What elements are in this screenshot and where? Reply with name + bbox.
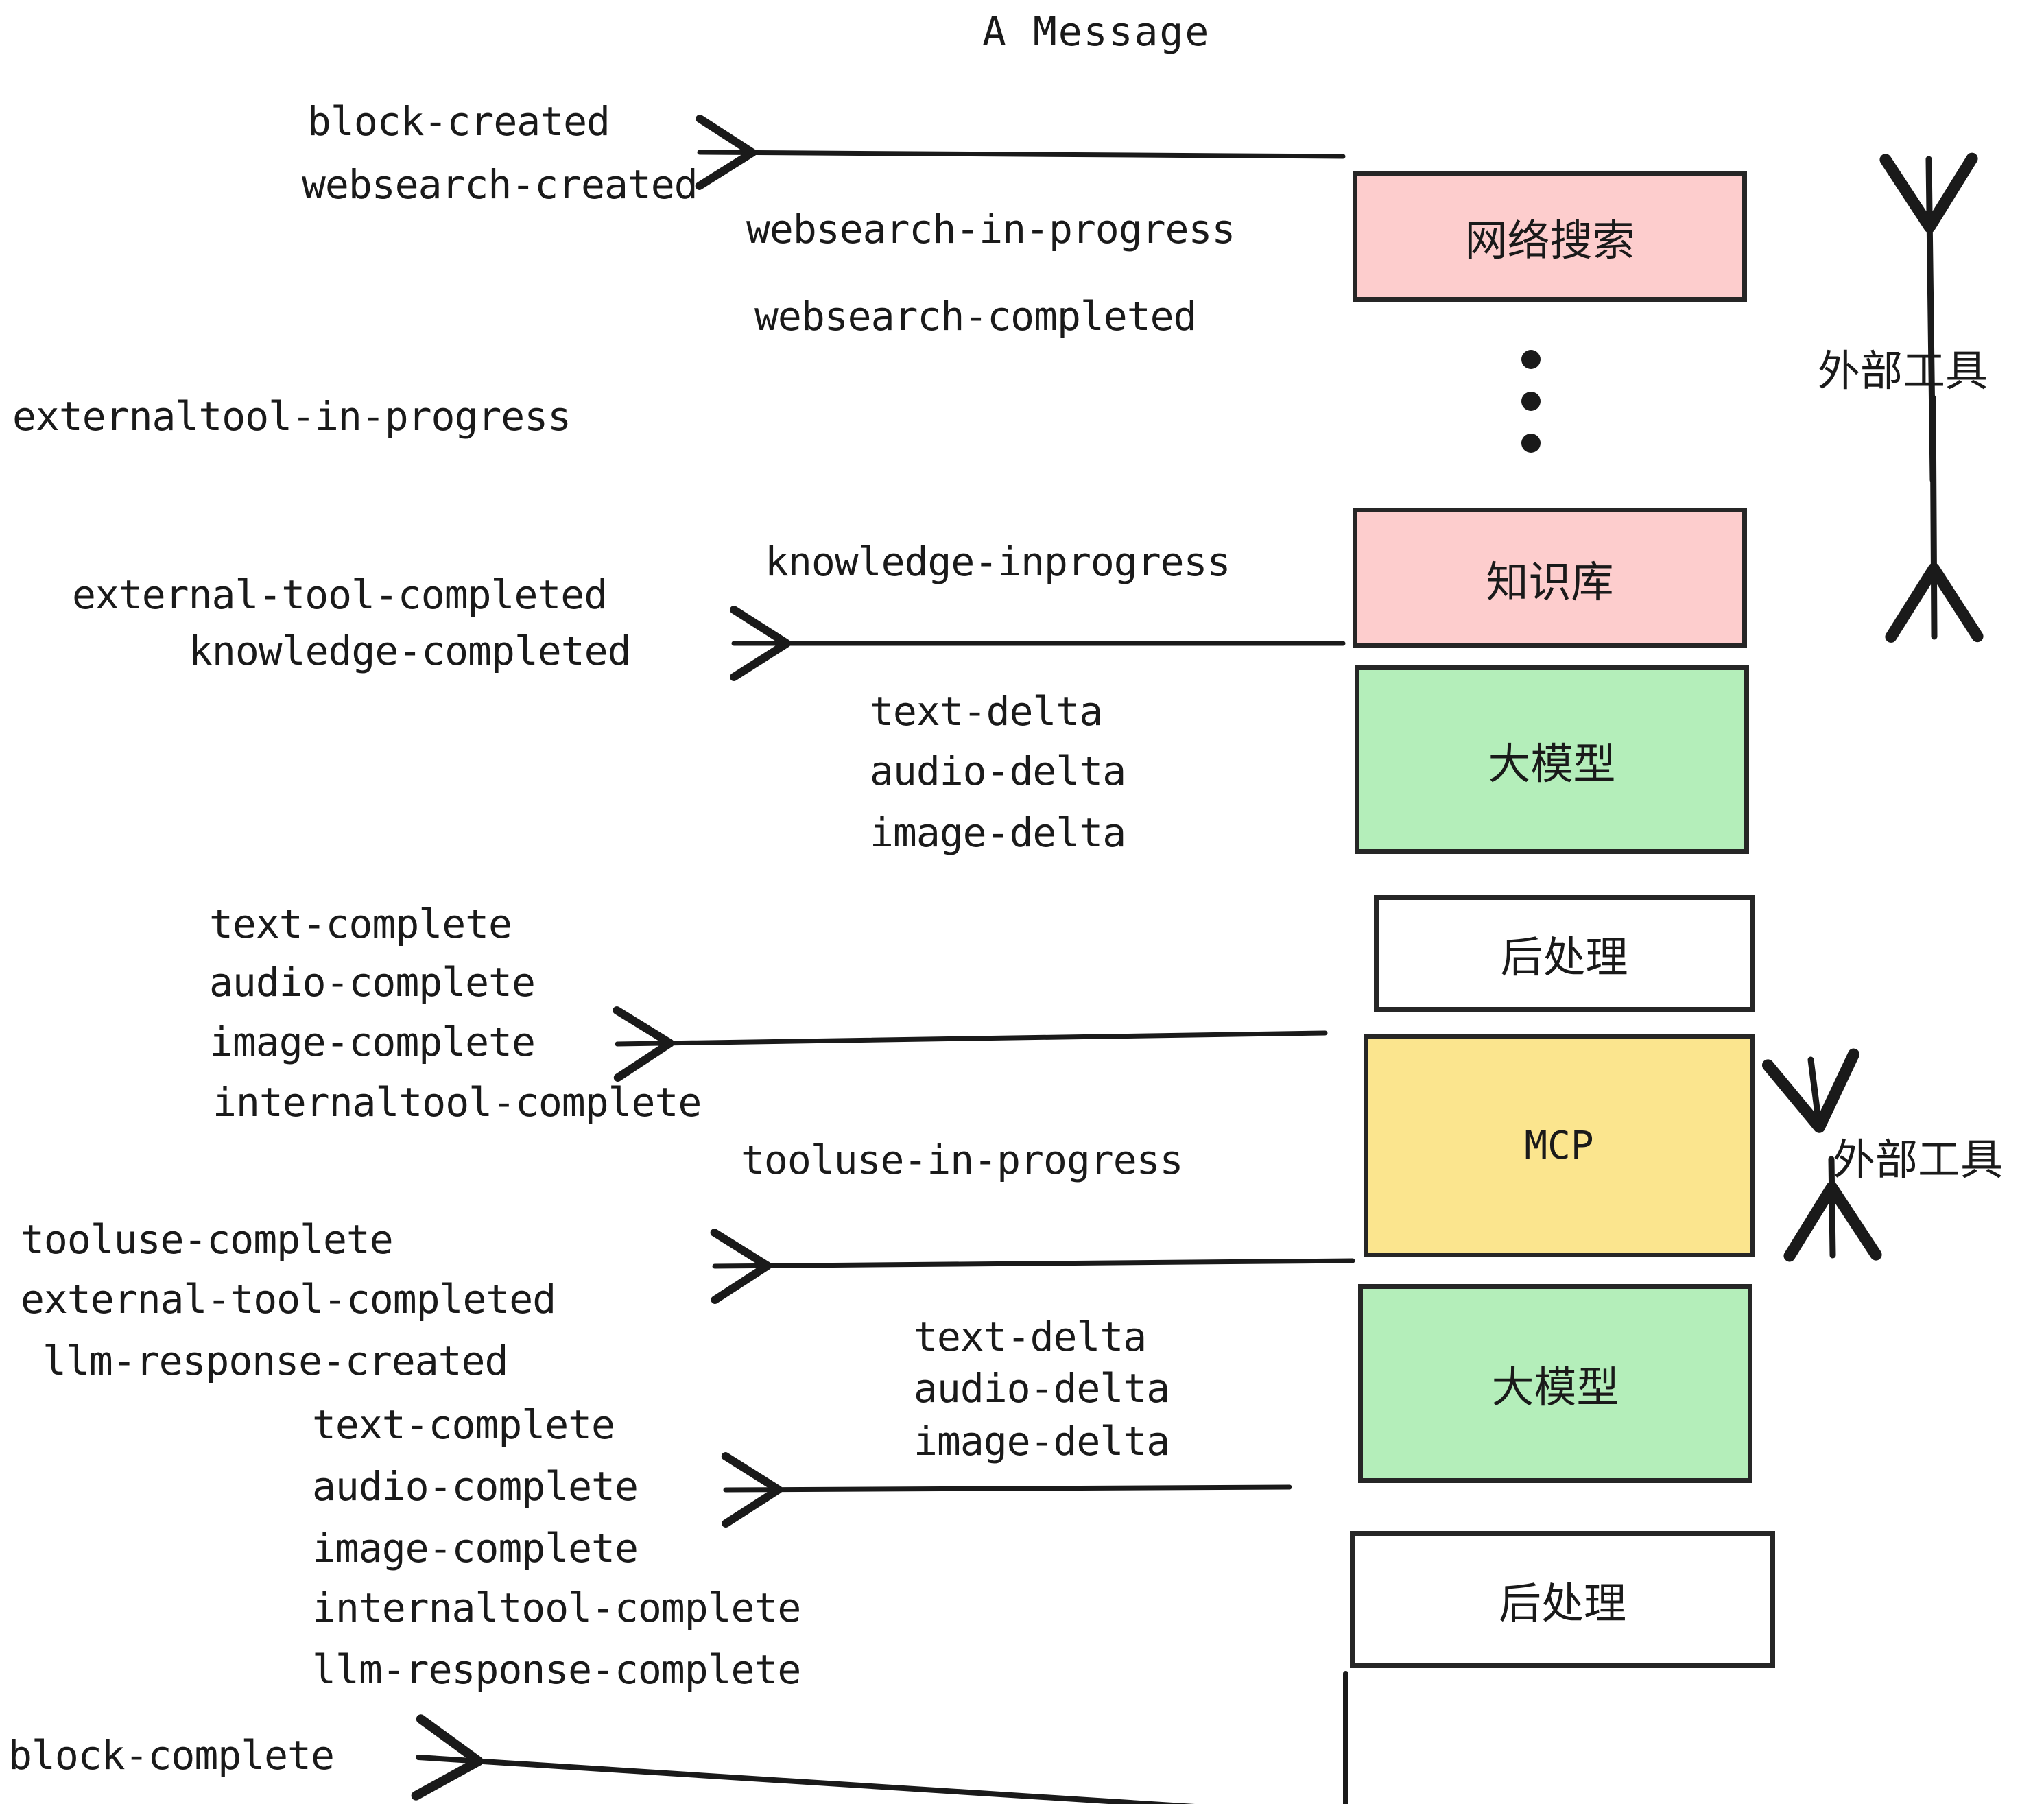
arrow-external-tool-bottom-up <box>1761 1048 1860 1133</box>
event-label-llm-response-created: llm-response-created <box>43 1338 508 1384</box>
page-title: A Message <box>982 8 1211 55</box>
node-postprocess-bottom-label: 后处理 <box>1498 1578 1626 1628</box>
event-label-text-complete-1: text-complete <box>209 901 512 947</box>
event-label-internaltool-complete-2: internaltool-complete <box>312 1585 801 1631</box>
node-postprocess-bottom[interactable]: 后处理 <box>1350 1531 1775 1668</box>
event-label-audio-complete-2: audio-complete <box>312 1463 639 1510</box>
event-label-llm-response-complete: llm-response-complete <box>312 1646 801 1693</box>
event-label-block-created: block-created <box>307 98 610 145</box>
node-postprocess-top-label: 后处理 <box>1500 932 1628 982</box>
event-label-image-complete-2: image-complete <box>312 1525 639 1571</box>
event-label-externaltool-in-progress: externaltool-in-progress <box>12 393 571 440</box>
event-label-audio-delta-2: audio-delta <box>914 1365 1170 1412</box>
event-label-external-tool-completed-1: external-tool-completed <box>72 571 608 618</box>
node-llm-bottom[interactable]: 大模型 <box>1358 1284 1752 1483</box>
arrow-mcp-to-image-complete <box>613 1006 1328 1082</box>
node-llm-top[interactable]: 大模型 <box>1355 665 1749 854</box>
group-label-external-tool-bottom: 外部工具 <box>1833 1135 2004 1185</box>
event-label-audio-delta-1: audio-delta <box>870 748 1126 794</box>
node-llm-top-label: 大模型 <box>1488 738 1616 789</box>
event-label-internaltool-complete-1: internaltool-complete <box>213 1079 702 1126</box>
event-label-tooluse-in-progress: tooluse-in-progress <box>741 1137 1183 1183</box>
event-label-image-delta-1: image-delta <box>870 809 1126 856</box>
event-label-knowledge-inprogress: knowledge-inprogress <box>765 538 1231 585</box>
node-llm-bottom-label: 大模型 <box>1491 1362 1619 1412</box>
event-label-image-complete-1: image-complete <box>209 1019 536 1065</box>
vertical-ellipsis-icon <box>1521 350 1541 475</box>
event-label-image-delta-2: image-delta <box>914 1418 1170 1464</box>
node-websearch[interactable]: 网络搜索 <box>1353 171 1747 302</box>
node-knowledge-base[interactable]: 知识库 <box>1353 508 1747 648</box>
node-knowledge-base-label: 知识库 <box>1486 556 1614 607</box>
event-label-audio-complete-1: audio-complete <box>209 959 536 1006</box>
event-label-text-delta-2: text-delta <box>914 1314 1147 1360</box>
node-websearch-label: 网络搜索 <box>1464 215 1635 265</box>
arrow-websearch-to-block-created <box>695 115 1346 190</box>
arrow-external-tool-top-down <box>1885 394 1984 643</box>
event-label-websearch-in-progress: websearch-in-progress <box>746 206 1235 252</box>
event-label-knowledge-completed: knowledge-completed <box>189 628 631 674</box>
event-label-text-complete-2: text-complete <box>312 1401 615 1448</box>
event-label-external-tool-completed-2: external-tool-completed <box>21 1276 556 1322</box>
node-mcp-label: MCP <box>1524 1124 1594 1168</box>
group-label-external-tool-top: 外部工具 <box>1818 346 1988 396</box>
event-label-websearch-completed: websearch-completed <box>754 293 1197 340</box>
event-label-tooluse-complete: tooluse-complete <box>21 1216 394 1263</box>
arrow-mcp-to-tooluse-complete <box>710 1229 1355 1304</box>
node-mcp[interactable]: MCP <box>1364 1034 1755 1257</box>
arrow-external-tool-top-up <box>1879 152 1978 484</box>
event-label-block-complete: block-complete <box>8 1732 335 1779</box>
arrow-llm-bottom-to-audio-complete <box>721 1452 1292 1528</box>
node-postprocess-top[interactable]: 后处理 <box>1374 895 1755 1012</box>
event-label-websearch-created: websearch-created <box>302 161 698 208</box>
event-label-text-delta-1: text-delta <box>870 688 1103 735</box>
arrow-postprocess-to-block-complete <box>411 1714 1196 1804</box>
